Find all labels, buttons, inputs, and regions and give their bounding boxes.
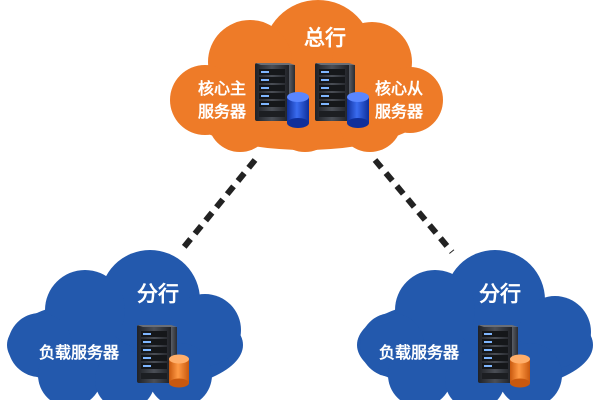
branch-cloud-left — [7, 250, 243, 400]
branch-left-server-icon — [137, 325, 189, 388]
hq-secondary-label-line2: 服务器 — [375, 102, 424, 121]
branch-left-server-label: 负载服务器 — [39, 343, 120, 362]
branch-right-server-icon — [478, 325, 530, 388]
hq-title: 总行 — [304, 26, 346, 50]
hq-primary-label-line2: 服务器 — [198, 102, 247, 121]
hq-primary-server-icon — [255, 63, 309, 128]
branch-right-title: 分行 — [479, 282, 521, 306]
branch-cloud-right — [357, 250, 593, 400]
connector-hq-to-branch-right — [372, 158, 455, 254]
branch-left-title: 分行 — [137, 282, 179, 306]
hq-secondary-server-icon — [315, 63, 369, 128]
hq-cloud — [170, 0, 443, 152]
hq-primary-label-line1: 核心主 — [198, 79, 246, 98]
branch-right-server-label: 负载服务器 — [379, 343, 460, 362]
hq-secondary-label-line1: 核心从 — [375, 79, 423, 98]
connector-hq-to-branch-left — [177, 158, 258, 254]
